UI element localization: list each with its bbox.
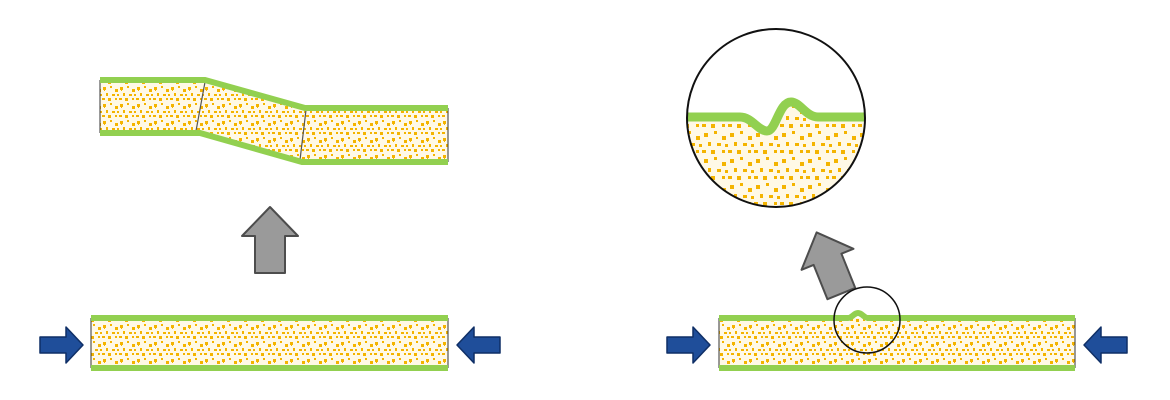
left-panel	[39, 77, 501, 371]
shear-crimped-beam	[99, 77, 449, 165]
wrinkle-detail	[686, 28, 866, 208]
top-face-sheet	[719, 310, 1075, 321]
right-panel	[666, 28, 1128, 371]
core-foam	[719, 318, 1075, 368]
up-arrow-icon	[800, 231, 857, 301]
compression-arrow-icon	[1083, 326, 1128, 364]
straight-sandwich-beam	[90, 315, 449, 371]
wrinkled-face-sheet	[687, 97, 865, 136]
up-arrow-icon	[241, 206, 299, 274]
compression-arrow-icon	[39, 326, 84, 364]
core-foam	[91, 318, 448, 368]
bottom-face-sheet	[100, 130, 448, 165]
top-face-sheet	[100, 77, 448, 111]
magnifier-icon	[686, 28, 866, 208]
compression-arrow-icon	[666, 326, 711, 364]
shear-crack-line	[195, 81, 206, 132]
magnifier-icon	[833, 286, 901, 354]
crimped-core	[100, 80, 448, 162]
shear-crack-line	[299, 109, 307, 161]
compression-arrow-icon	[456, 326, 501, 364]
face-wrinkled-beam	[718, 286, 1076, 371]
